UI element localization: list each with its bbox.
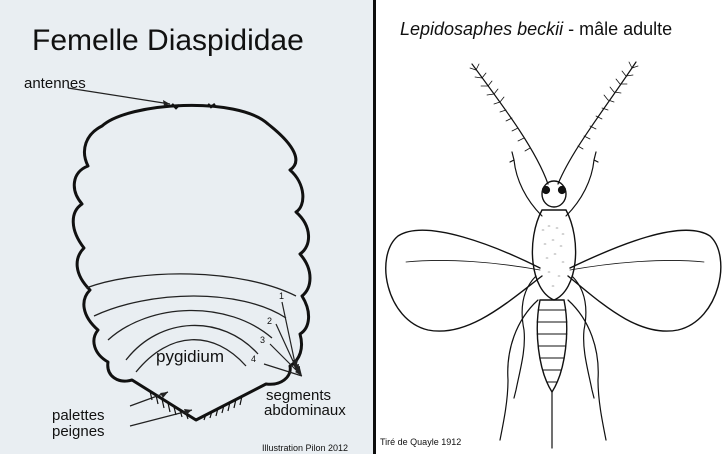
- thorax-stipple: [542, 226, 564, 286]
- segment-number-2: 2: [267, 317, 272, 326]
- label-abdominaux: abdominaux: [264, 403, 346, 418]
- right-eye: [559, 187, 566, 194]
- left-antenna: [472, 64, 548, 184]
- label-pygidium: pygidium: [156, 348, 224, 365]
- label-palettes: palettes: [52, 408, 105, 423]
- left-eye: [543, 187, 550, 194]
- male-insect-drawing: [376, 0, 725, 454]
- left-wing: [386, 230, 542, 331]
- body-outline: [73, 105, 310, 420]
- left-hind-leg: [500, 300, 538, 440]
- label-peignes: peignes: [52, 424, 105, 439]
- right-antenna: [558, 62, 636, 184]
- right-hind-leg: [568, 300, 606, 440]
- wing-veins: [406, 260, 704, 270]
- left-title: Femelle Diaspididae: [32, 26, 304, 56]
- antenna-bristles: [470, 62, 638, 151]
- label-antennes: antennes: [24, 76, 86, 91]
- left-credit: Illustration Pilon 2012: [262, 444, 348, 453]
- arrow-heads: [160, 100, 302, 415]
- right-credit: Tiré de Quayle 1912: [380, 438, 461, 447]
- segment-number-4: 4: [251, 355, 256, 364]
- insect-thorax: [532, 210, 575, 300]
- segment-number-3: 3: [260, 336, 265, 345]
- female-body-drawing: [0, 0, 373, 454]
- male-insect-panel: Lepidosaphes beckii - mâle adulte: [376, 0, 725, 454]
- left-front-leg: [510, 152, 542, 216]
- abdomen-segments: [537, 310, 567, 382]
- right-wing: [568, 230, 721, 331]
- female-diagram-panel: Femelle Diaspididae antennes pygidium 1 …: [0, 0, 373, 454]
- leader-lines: [68, 88, 302, 426]
- segment-number-1: 1: [279, 292, 284, 301]
- label-segments: segments: [266, 388, 331, 403]
- right-front-leg: [566, 152, 598, 216]
